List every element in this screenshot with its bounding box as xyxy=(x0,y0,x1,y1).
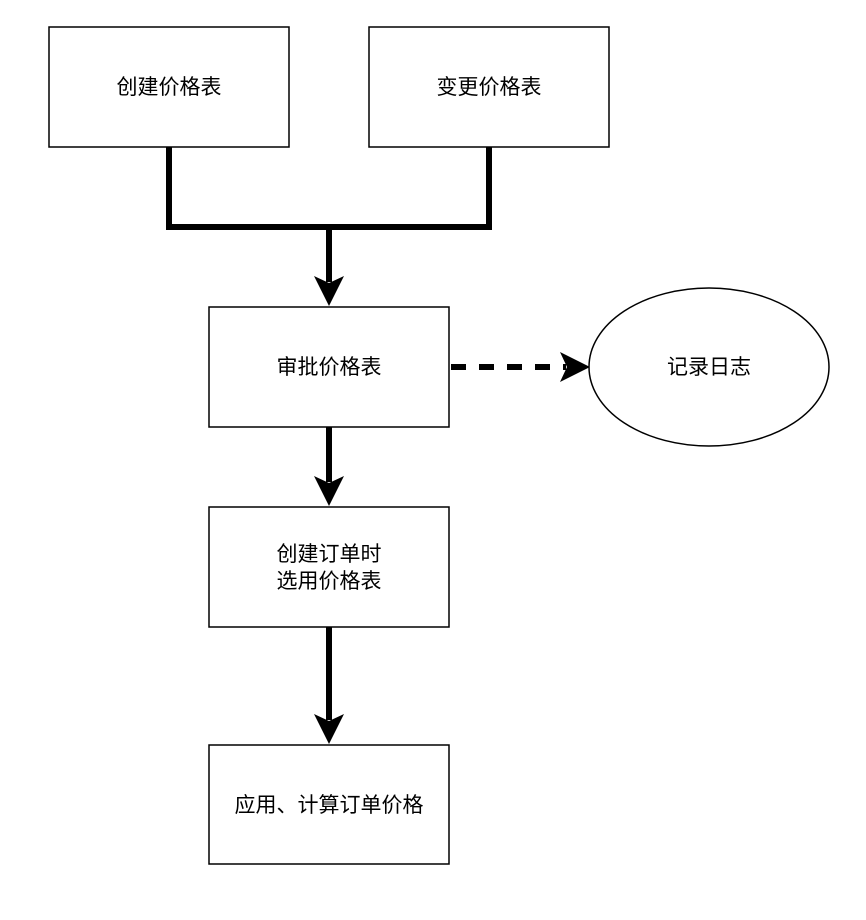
node-create-price-list: 创建价格表 xyxy=(48,26,290,148)
edge-approve-to-log xyxy=(451,352,590,382)
node-approve-price-list-label: 审批价格表 xyxy=(277,355,382,379)
node-apply-calculate-label: 应用、计算订单价格 xyxy=(235,793,424,817)
node-apply-calculate: 应用、计算订单价格 xyxy=(208,744,450,865)
arrowhead-icon xyxy=(314,714,344,744)
node-select-price-list-line1: 创建订单时 xyxy=(277,542,382,566)
edge-select-to-apply xyxy=(314,627,344,744)
arrowhead-icon xyxy=(560,352,590,382)
edge-merge-to-approve xyxy=(166,147,492,306)
edge-approve-to-select xyxy=(314,427,344,506)
node-change-price-list-label: 变更价格表 xyxy=(437,75,542,99)
node-approve-price-list: 审批价格表 xyxy=(208,306,450,428)
node-change-price-list: 变更价格表 xyxy=(368,26,610,148)
node-record-log: 记录日志 xyxy=(588,287,830,447)
node-select-price-list-line2: 选用价格表 xyxy=(277,569,382,593)
arrowhead-icon xyxy=(314,276,344,306)
node-select-price-list: 创建订单时 选用价格表 xyxy=(208,506,450,628)
arrowhead-icon xyxy=(314,476,344,506)
node-record-log-label: 记录日志 xyxy=(667,355,751,379)
node-create-price-list-label: 创建价格表 xyxy=(117,75,222,99)
